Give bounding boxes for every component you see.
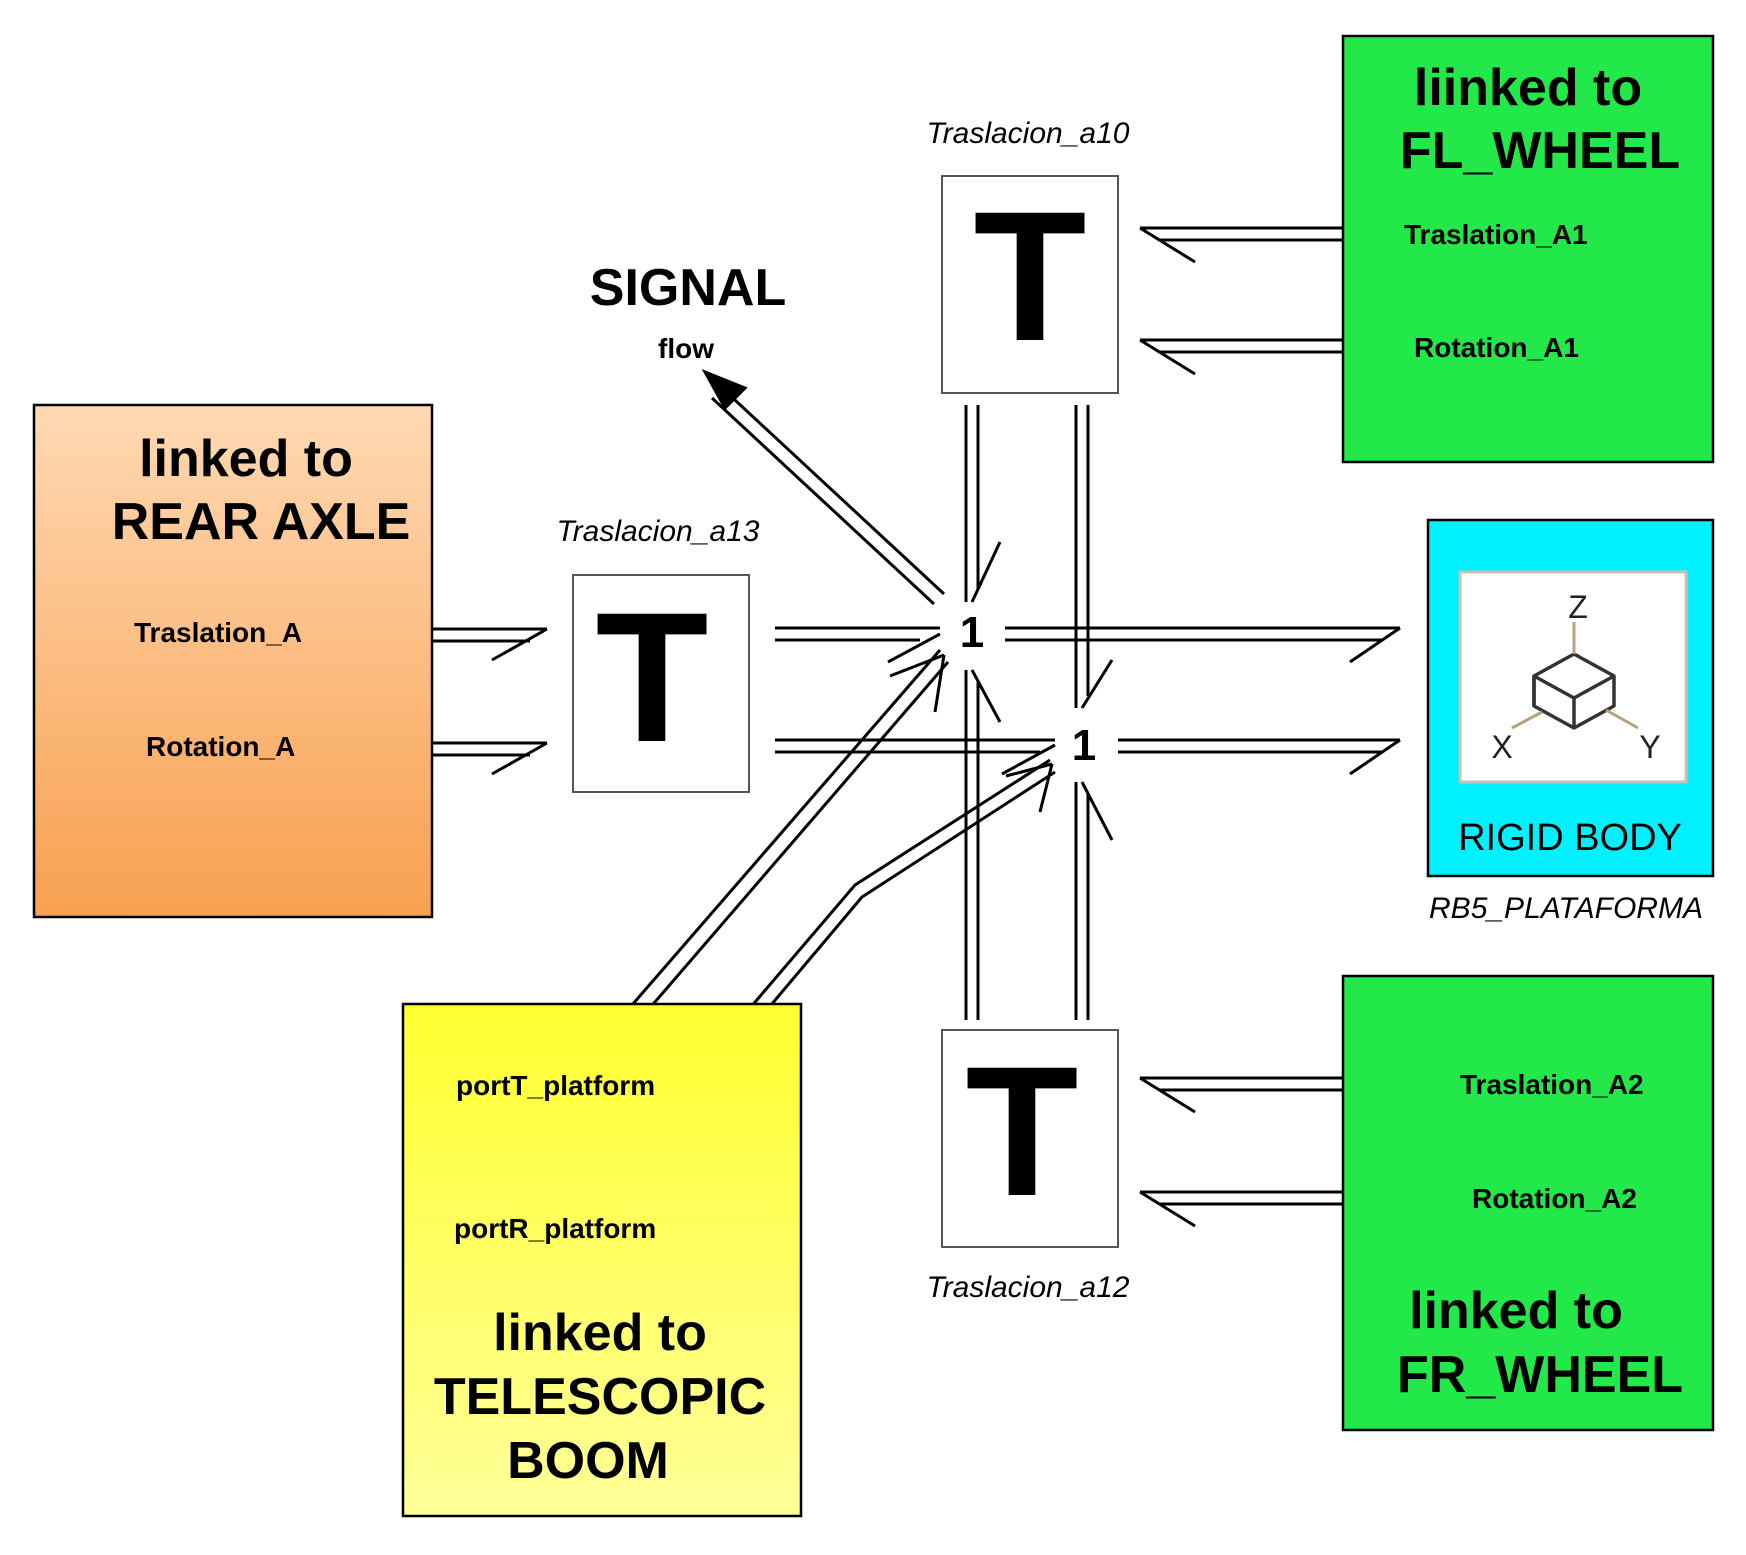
translation-a10-glyph: T [973,174,1086,380]
axis-z-label: Z [1568,589,1588,625]
translation-a12-instance: Traslacion_a12 [927,1271,1130,1304]
translation-block-a13[interactable]: T [572,574,750,793]
link-a10-to-j1 [964,405,1002,603]
signal-flow-arrow [701,369,946,606]
fr-wheel-port-translation[interactable]: Traslation_A2 [1460,1069,1644,1100]
block-telescopic-boom[interactable]: portT_platform portR_platform linked to … [401,1002,803,1518]
boom-port-t[interactable]: portT_platform [456,1070,655,1101]
fr-wheel-port-rotation[interactable]: Rotation_A2 [1472,1183,1637,1214]
rear-axle-port-translation[interactable]: Traslation_A [134,617,302,648]
junction-2[interactable]: 1 [1072,721,1096,770]
link-a13-to-j1 [775,626,941,664]
boom-title-line3: BOOM [507,1432,669,1490]
rear-axle-title-line2: REAR AXLE [112,493,411,551]
block-rigid-body[interactable]: Z X Y RIGID BODY [1426,518,1715,878]
link-portT-to-j1 [591,649,950,1061]
rear-axle-port-rotation[interactable]: Rotation_A [146,731,295,762]
translation-a12-glyph: T [965,1029,1078,1235]
rigid-body-label: RIGID BODY [1458,817,1682,859]
fl-wheel-port-translation[interactable]: Traslation_A1 [1404,219,1588,250]
link-a10-to-j2 [1074,405,1114,709]
fl-wheel-title-line1: liinked to [1414,59,1642,117]
rigid-body-instance-name: RB5_PLATAFORMA [1429,892,1703,925]
rear-axle-title-line1: linked to [139,430,353,488]
axis-x-label: X [1491,729,1512,765]
block-fl-wheel[interactable]: liinked to FL_WHEEL Traslation_A1 Rotati… [1341,34,1715,464]
rigid-body-axes-icon [1511,622,1639,730]
fr-wheel-title-line1: linked to [1409,1282,1623,1340]
boom-title-line2: TELESCOPIC [434,1368,766,1426]
junction-1-bg [954,612,990,656]
link-a13-to-j2 [775,738,1056,776]
axis-y-label: Y [1639,729,1660,765]
fr-wheel-title-line2: FR_WHEEL [1397,1346,1683,1404]
boom-title-line1: linked to [493,1304,707,1362]
translation-a13-glyph: T [595,575,708,781]
signal-title: SIGNAL [590,259,786,317]
boom-port-r[interactable]: portR_platform [454,1213,656,1244]
junction-2-bg [1064,724,1100,768]
translation-block-a12[interactable]: T [941,1029,1119,1248]
translation-a13-instance: Traslacion_a13 [557,515,760,548]
junction-1[interactable]: 1 [960,608,984,657]
translation-block-a10[interactable]: T [941,174,1119,394]
fl-wheel-port-rotation[interactable]: Rotation_A1 [1414,332,1579,363]
link-j2-to-rigid-body [1118,738,1401,776]
signal-subtitle: flow [658,333,714,364]
link-j1-to-rigid-body [1005,626,1401,664]
block-fr-wheel[interactable]: Traslation_A2 Rotation_A2 linked to FR_W… [1341,974,1715,1432]
link-a12-to-j2 [1074,781,1114,1020]
block-rear-axle[interactable]: linked to REAR AXLE Traslation_A Rotatio… [32,403,434,919]
fl-wheel-title-line2: FL_WHEEL [1400,122,1680,180]
link-a12-to-j1 [964,669,1002,1020]
translation-a10-instance: Traslacion_a10 [927,117,1130,150]
